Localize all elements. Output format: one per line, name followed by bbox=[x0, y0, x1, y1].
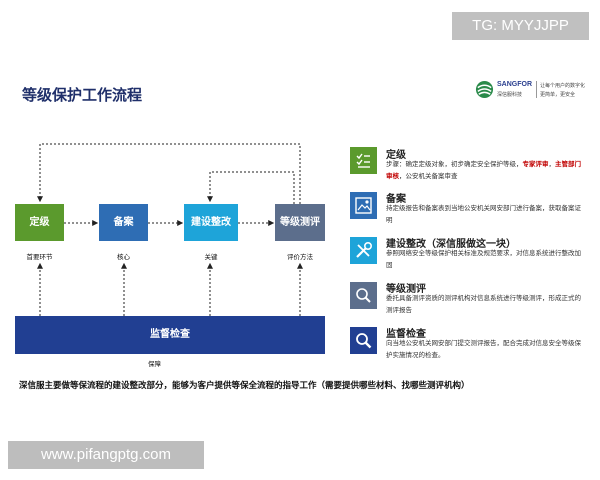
desc-text: 委托具备测评资质的测评机构对信息系统进行等级测评，形成正式的测评报告 bbox=[386, 294, 581, 314]
logo-slogan-line2: 更简单，更安全 bbox=[540, 92, 576, 98]
logo-brand: SANGFOR bbox=[497, 81, 532, 88]
side-item-ceping-title: 等级测评 bbox=[386, 284, 426, 295]
side-item-jianshe-title: 建设整改（深信服做这一块） bbox=[386, 239, 516, 250]
supervision-bar: 监督检查 bbox=[15, 316, 325, 354]
step-beian-caption: 核心 bbox=[117, 253, 130, 261]
side-item-dingji-desc: 步骤：确定定级对象，初步确定安全保护等级，专家评审，主管部门审核，公安机关备案审… bbox=[386, 158, 586, 182]
side-item-jiandu-iconbox bbox=[350, 327, 377, 354]
desc-text: ，公安机关备案审查 bbox=[399, 172, 458, 180]
icon-bg-4 bbox=[350, 327, 377, 354]
brand-logo: SANGFOR 深信服科技 让每个用户的数字化 更简单，更安全 bbox=[475, 79, 585, 103]
logo-slogan-line1: 让每个用户的数字化 bbox=[540, 83, 586, 89]
step-jianshe-caption: 关键 bbox=[204, 253, 218, 261]
watermark-top: TG: MYYJJPP bbox=[452, 12, 589, 40]
sangfor-logo-icon bbox=[475, 80, 494, 99]
side-item-ceping-desc: 委托具备测评资质的测评机构对信息系统进行等级测评，形成正式的测评报告 bbox=[386, 292, 586, 316]
side-item-dingji-title: 定级 bbox=[386, 150, 406, 161]
search-icon bbox=[350, 327, 377, 354]
document-image-icon bbox=[350, 192, 377, 219]
desc-text: 步骤：确定定级对象，初步确定安全保护等级， bbox=[386, 160, 523, 168]
icon-bg-1 bbox=[350, 192, 377, 219]
step-jianshe-zhenggai: 建设整改 bbox=[184, 204, 238, 241]
page-title: 等级保护工作流程 bbox=[22, 86, 143, 104]
side-item-jiandu-title: 监督检查 bbox=[386, 329, 426, 340]
side-item-ceping-iconbox bbox=[350, 282, 377, 309]
step-dingji: 定级 bbox=[15, 204, 64, 241]
desc-text: ， bbox=[548, 160, 556, 168]
magnifier-icon bbox=[350, 282, 377, 309]
tools-icon bbox=[350, 237, 377, 264]
side-item-beian-title: 备案 bbox=[386, 194, 406, 205]
step-beian: 备案 bbox=[99, 204, 148, 241]
logo-brand-cn: 深信服科技 bbox=[497, 92, 523, 98]
summary-text: 深信服主要做等保流程的建设整改部分，能够为客户提供等保全流程的指导工作（需要提供… bbox=[19, 381, 470, 391]
step-ceping-caption: 评价方法 bbox=[287, 253, 313, 261]
feedback-loop-outer bbox=[37, 143, 301, 204]
desc-highlight: 专家评审 bbox=[522, 160, 549, 168]
supervision-caption: 保障 bbox=[148, 360, 161, 368]
side-item-beian-iconbox bbox=[350, 192, 377, 219]
side-item-beian-desc: 持定级报告和备案表到当地公安机关网安部门进行备案，获取备案证明 bbox=[386, 202, 586, 226]
side-item-dingji-iconbox bbox=[350, 147, 377, 174]
icon-bg-3 bbox=[350, 282, 377, 309]
desc-text: 持定级报告和备案表到当地公安机关网安部门进行备案，获取备案证明 bbox=[386, 204, 581, 224]
step-dingji-caption: 首要环节 bbox=[26, 253, 53, 261]
side-item-jianshe-desc: 参照网络安全等级保护相关标准及规范要求，对信息系统进行整改加固 bbox=[386, 247, 586, 271]
side-item-jianshe-iconbox bbox=[350, 237, 377, 264]
feedback-loop-inner bbox=[207, 171, 295, 204]
logo-divider bbox=[536, 81, 537, 98]
step-dengji-ceping: 等级测评 bbox=[275, 204, 325, 241]
desc-text: 向当地公安机关网安部门提交测评报告，配合完成对信息安全等级保护实施情况的检查。 bbox=[386, 339, 581, 359]
checklist-icon bbox=[350, 147, 377, 174]
side-item-jiandu-desc: 向当地公安机关网安部门提交测评报告，配合完成对信息安全等级保护实施情况的检查。 bbox=[386, 337, 586, 361]
desc-text: 参照网络安全等级保护相关标准及规范要求，对信息系统进行整改加固 bbox=[386, 249, 581, 269]
desc-highlight: 主管部门审核 bbox=[386, 160, 581, 180]
icon-bg-0 bbox=[350, 147, 377, 174]
watermark-bottom: www.pifangptg.com bbox=[8, 441, 204, 469]
